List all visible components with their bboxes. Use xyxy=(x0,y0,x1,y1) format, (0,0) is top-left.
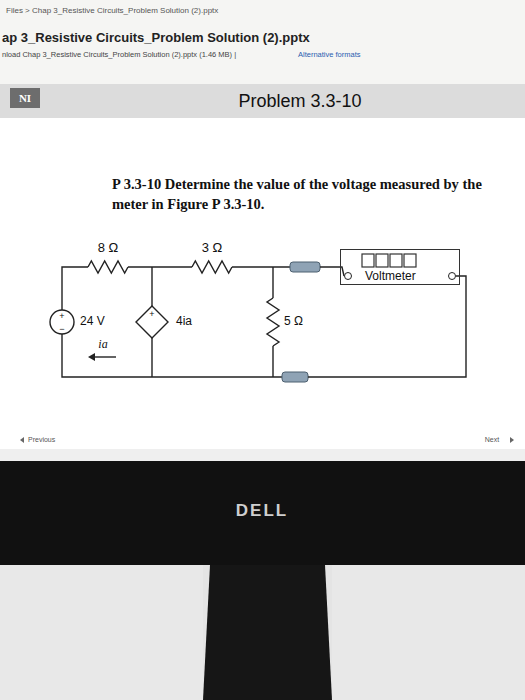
desk-right xyxy=(332,565,525,700)
next-arrow xyxy=(510,437,514,443)
nav-next: Next xyxy=(485,436,499,444)
current-label: ia xyxy=(98,338,107,352)
wire xyxy=(151,338,152,377)
slide xyxy=(0,84,525,449)
display-digit xyxy=(404,254,416,267)
slide-title: Problem 3.3-10 xyxy=(238,91,361,112)
resistor-label: 3 Ω xyxy=(202,241,223,256)
dependent-source xyxy=(136,306,168,338)
nav-bar xyxy=(0,449,525,461)
display-digit xyxy=(390,254,402,267)
circuit-schematic xyxy=(50,254,466,382)
source-label: 24 V xyxy=(80,315,105,329)
slide-title-bar xyxy=(0,84,525,118)
polarity-sign: + xyxy=(59,311,64,321)
wire xyxy=(272,267,273,298)
resistor-symbol xyxy=(192,261,232,273)
resistor-symbol xyxy=(88,261,128,273)
display-digit xyxy=(376,254,388,267)
polarity-sign: + xyxy=(149,309,154,319)
wire xyxy=(62,334,282,377)
logo-text: NI xyxy=(19,92,31,105)
problem-statement: P 3.3-10 Determine the value of the volt… xyxy=(112,175,484,214)
resistor-symbol xyxy=(267,298,279,346)
download-link: nload Chap 3_Resistive Circuits_Problem … xyxy=(2,51,236,60)
arrowhead xyxy=(88,353,95,361)
wire xyxy=(151,267,152,306)
dependent-source-label: 4ia xyxy=(176,315,192,329)
desk-left xyxy=(0,565,203,700)
prev-arrow xyxy=(20,437,24,443)
breadcrumb: Files > Chap 3_Resistive Circuits_Proble… xyxy=(6,6,218,15)
meter-probe xyxy=(282,372,308,382)
meter-probe xyxy=(290,262,320,272)
resistor-label: 5 Ω xyxy=(284,315,303,329)
probe-lead xyxy=(308,276,466,377)
browser-header xyxy=(0,0,525,84)
file-title: ap 3_Resistive Circuits_Problem Solution… xyxy=(2,31,310,46)
formats-link: Alternative formats xyxy=(298,51,361,60)
monitor-stand xyxy=(203,565,332,700)
voltmeter-box: Voltmeter xyxy=(340,249,460,285)
logo xyxy=(10,88,40,108)
meter-terminal xyxy=(345,273,352,280)
resistor-label: 8 Ω xyxy=(98,241,119,256)
display-digit xyxy=(362,254,374,267)
meter-terminal xyxy=(449,273,456,280)
brand-logo: DELL xyxy=(236,501,288,521)
voltage-source xyxy=(50,310,74,334)
wire xyxy=(62,267,88,310)
meter-label: Voltmeter xyxy=(365,269,416,283)
wire xyxy=(272,346,273,377)
nav-previous: Previous xyxy=(28,436,55,444)
current-arrow xyxy=(92,356,116,357)
wire xyxy=(128,266,192,267)
monitor-bezel xyxy=(0,461,525,565)
wire xyxy=(232,266,290,267)
polarity-sign: − xyxy=(59,324,64,334)
